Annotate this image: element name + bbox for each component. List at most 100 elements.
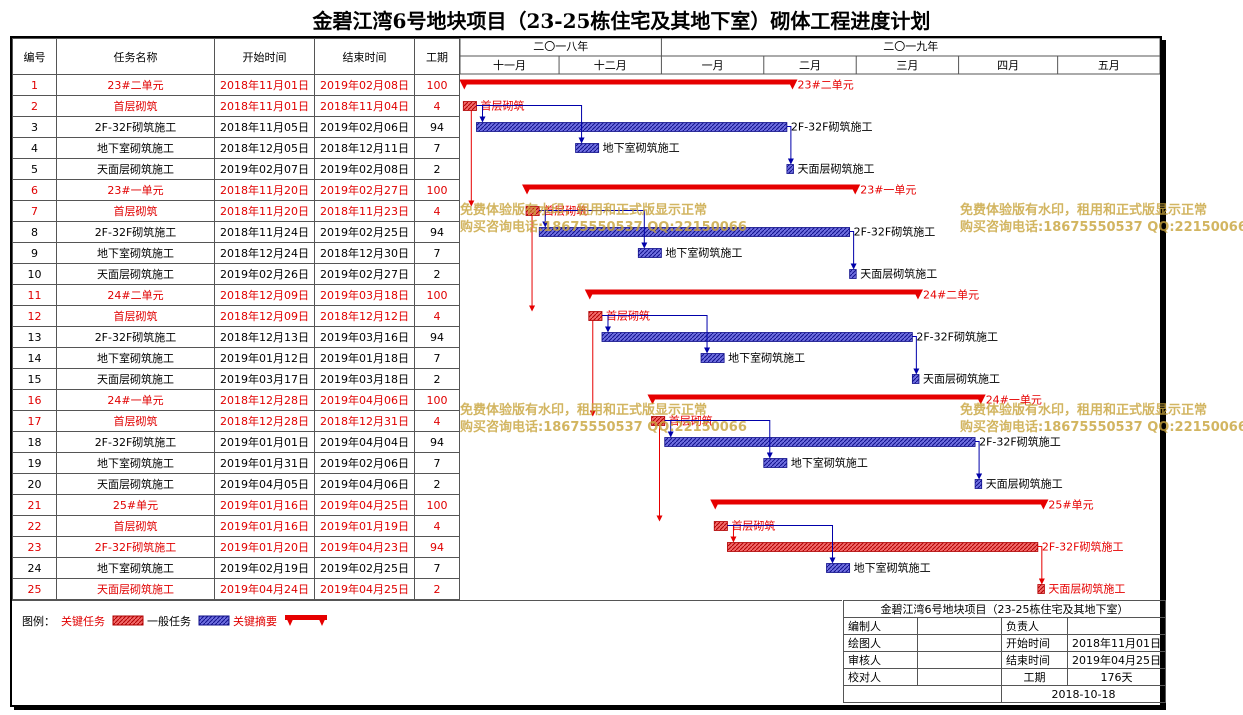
task-start: 2018年12月09日	[214, 284, 315, 306]
task-name: 天面层砌筑施工	[56, 368, 215, 390]
task-bar	[664, 437, 976, 447]
task-duration: 7	[414, 557, 460, 579]
task-id: 22	[12, 515, 57, 537]
task-start: 2018年11月05日	[214, 116, 315, 138]
year-label: 二〇一九年	[883, 39, 938, 53]
info-editor-value	[917, 617, 1002, 635]
watermark-4: 免费体验版有水印，租用和正式版显示正常购买咨询电话:18675550537 QQ…	[960, 402, 1243, 436]
month-label: 二月	[799, 59, 821, 72]
task-end: 2019年02月27日	[314, 179, 415, 201]
task-end: 2019年04月25日	[314, 578, 415, 600]
task-bar-label: 地下室砌筑施工	[665, 246, 742, 260]
task-bar-label: 2F-32F砌筑施工	[979, 435, 1061, 449]
info-drafter-label: 绘图人	[843, 634, 918, 652]
task-name: 24#二单元	[56, 284, 215, 306]
task-duration: 94	[414, 116, 460, 138]
task-start: 2018年11月01日	[214, 95, 315, 117]
legend-critical-swatch	[112, 615, 144, 626]
gantt-chart: 二〇一八年二〇一九年十一月十二月一月二月三月四月五月23#二单元首层砌筑2F-3…	[459, 37, 1161, 596]
info-reviewer-label: 审核人	[843, 651, 918, 669]
task-id: 24	[12, 557, 57, 579]
task-name: 2F-32F砌筑施工	[56, 221, 215, 243]
task-id: 23	[12, 536, 57, 558]
dependency-link	[849, 231, 857, 270]
task-start: 2019年01月16日	[214, 515, 315, 537]
task-duration: 4	[414, 200, 460, 222]
summary-bar	[714, 499, 1045, 505]
watermark-3: 免费体验版有水印，租用和正式版显示正常购买咨询电话:18675550537 QQ…	[460, 402, 747, 436]
task-end: 2018年11月23日	[314, 200, 415, 222]
task-bar	[826, 563, 851, 573]
task-bar-label: 天面层砌筑施工	[923, 372, 1000, 386]
info-start-label: 开始时间	[1001, 634, 1068, 652]
task-bar	[1037, 584, 1045, 594]
task-duration: 7	[414, 347, 460, 369]
month-label: 三月	[896, 59, 918, 72]
task-id: 3	[12, 116, 57, 138]
task-bar-label: 天面层砌筑施工	[1048, 582, 1125, 596]
task-name: 23#一单元	[56, 179, 215, 201]
task-end: 2018年12月31日	[314, 410, 415, 432]
task-name: 首层砌筑	[56, 95, 215, 117]
watermark-3-line1: 免费体验版有水印，租用和正式版显示正常	[460, 403, 708, 418]
info-checker-label: 校对人	[843, 668, 918, 686]
summary-bar-start-cap	[459, 79, 470, 90]
task-start: 2019年03月17日	[214, 368, 315, 390]
task-bar	[763, 458, 788, 468]
task-id: 18	[12, 431, 57, 453]
task-name: 天面层砌筑施工	[56, 158, 215, 180]
task-start: 2019年02月19日	[214, 557, 315, 579]
task-bar	[974, 479, 983, 489]
summary-bar-start-cap	[710, 499, 721, 510]
task-bar-label: 地下室砌筑施工	[854, 561, 931, 575]
task-duration: 2	[414, 578, 460, 600]
task-duration: 94	[414, 221, 460, 243]
task-id: 5	[12, 158, 57, 180]
legend-normal-swatch	[198, 615, 230, 626]
watermark-3-line2: 购买咨询电话:18675550537 QQ:22150066	[460, 420, 747, 435]
task-end: 2019年04月06日	[314, 389, 415, 411]
task-start: 2019年01月01日	[214, 431, 315, 453]
task-end: 2019年03月16日	[314, 326, 415, 348]
task-name: 天面层砌筑施工	[56, 473, 215, 495]
info-end-label: 结束时间	[1001, 651, 1068, 669]
task-bar	[849, 269, 857, 279]
task-bar	[538, 227, 851, 237]
task-id: 12	[12, 305, 57, 327]
table-header-row: 编号 任务名称 开始时间 结束时间 工期	[12, 38, 460, 75]
task-bar	[786, 164, 794, 174]
task-duration: 100	[414, 494, 460, 516]
dependency-link	[601, 315, 711, 354]
header-id: 编号	[12, 38, 57, 75]
task-end: 2018年12月30日	[314, 242, 415, 264]
task-name: 24#一单元	[56, 389, 215, 411]
task-bar-label: 2F-32F砌筑施工	[1042, 540, 1124, 554]
task-name: 2F-32F砌筑施工	[56, 536, 215, 558]
month-label: 一月	[702, 59, 724, 72]
task-end: 2018年12月11日	[314, 137, 415, 159]
task-end: 2019年02月08日	[314, 158, 415, 180]
summary-bar	[588, 289, 919, 295]
month-label: 五月	[1098, 59, 1120, 72]
task-start: 2018年12月24日	[214, 242, 315, 264]
task-start: 2018年12月28日	[214, 389, 315, 411]
task-duration: 100	[414, 74, 460, 96]
task-id: 7	[12, 200, 57, 222]
summary-bar	[526, 184, 857, 190]
task-duration: 100	[414, 284, 460, 306]
summary-bar-end-cap	[975, 394, 986, 405]
task-start: 2018年11月01日	[214, 74, 315, 96]
task-start: 2019年04月24日	[214, 578, 315, 600]
